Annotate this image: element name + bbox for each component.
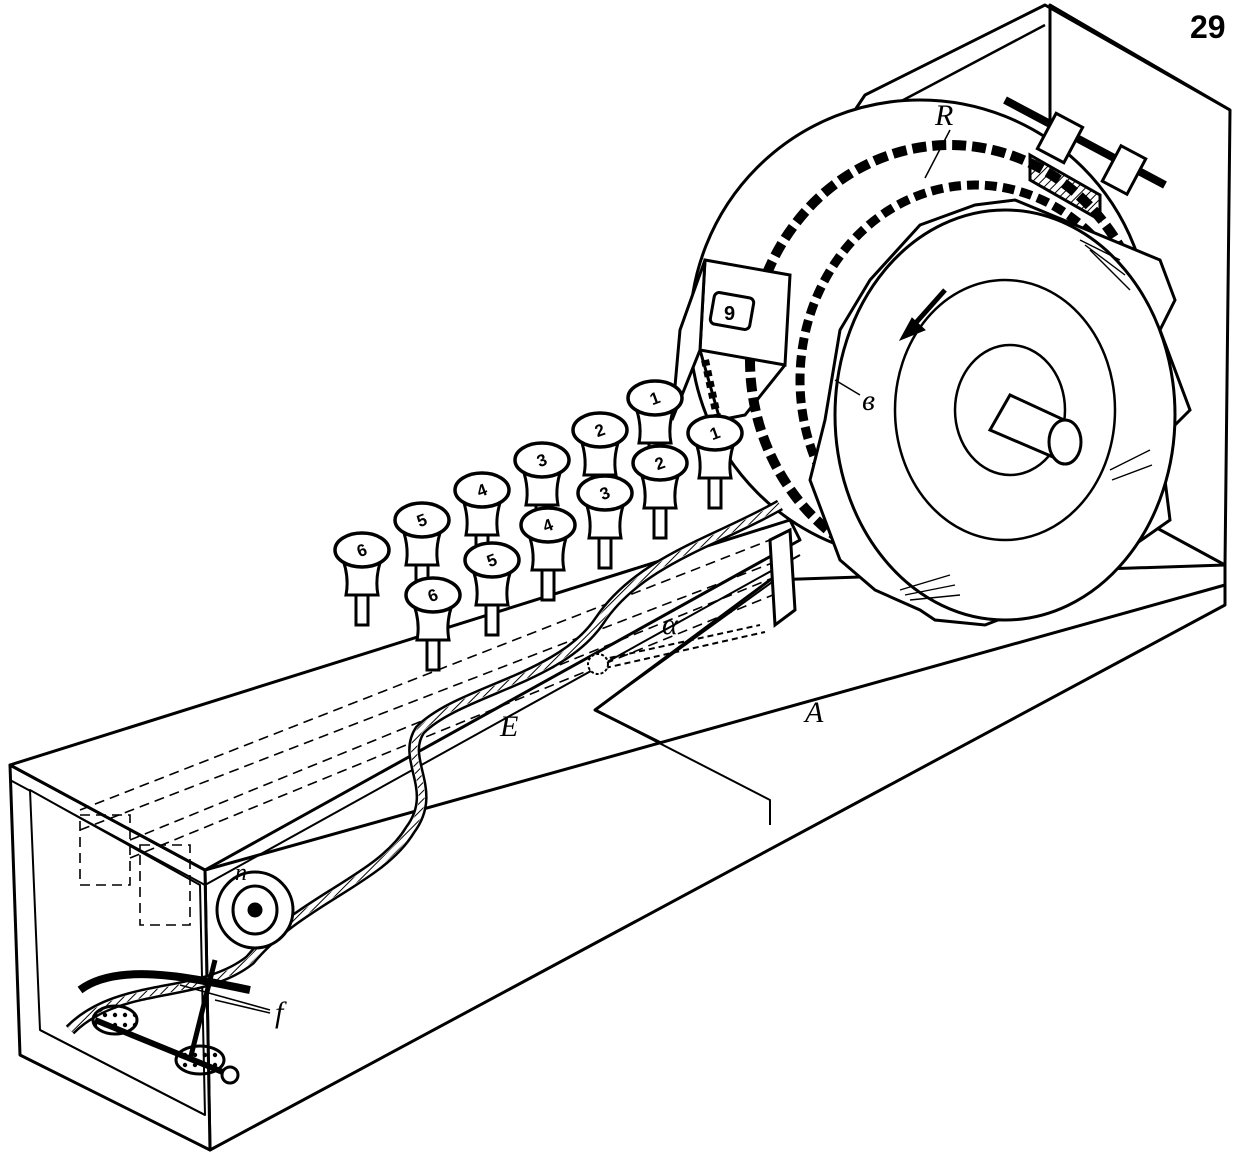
housing-top-rim [853, 3, 1231, 112]
key-front-4[interactable]: 4 [519, 506, 577, 602]
label-E: E [499, 710, 518, 743]
link-rod [587, 527, 797, 675]
label-n: n [235, 860, 247, 886]
key-front-3[interactable]: 3 [576, 474, 634, 570]
key-front-1[interactable]: 1 [686, 414, 744, 510]
key-front-6[interactable]: 6 [404, 576, 462, 672]
key-front-2[interactable]: 2 [631, 444, 689, 540]
label-alpha: α [662, 608, 679, 641]
spring-lever [91, 959, 240, 1085]
drive-belt [65, 499, 784, 1035]
key-back-1[interactable]: 1 [626, 379, 684, 475]
pivot-rod [1003, 96, 1167, 223]
figure-number: 29 [1190, 9, 1226, 45]
label-b: в [862, 384, 875, 417]
label-R: R [934, 99, 953, 132]
leader-lines [179, 129, 951, 1014]
pulley [215, 870, 295, 950]
result-window-slider: 9 [670, 258, 792, 431]
window-digit: 9 [724, 303, 735, 325]
key-rod-hidden-lines [79, 539, 786, 926]
key-front-5[interactable]: 5 [463, 541, 521, 637]
label-A: A [803, 696, 824, 729]
key-back-6[interactable]: 6 [333, 531, 391, 627]
